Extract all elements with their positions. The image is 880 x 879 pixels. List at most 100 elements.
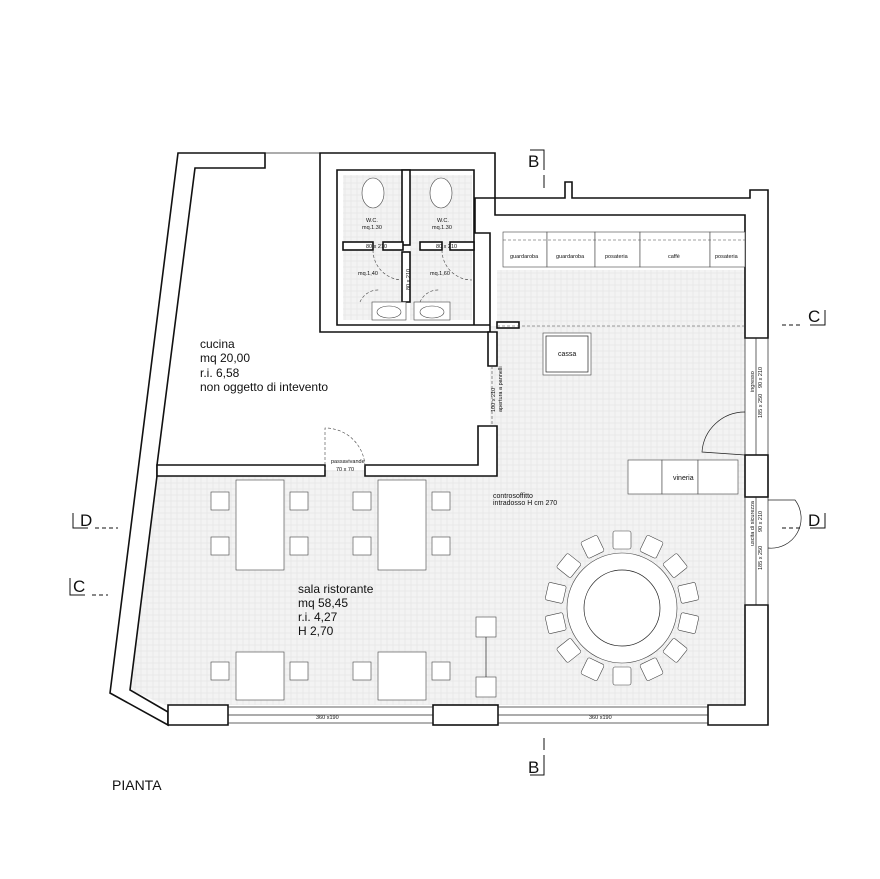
cashier-label: cassa xyxy=(558,351,576,358)
wc-ledge-2 xyxy=(419,241,443,251)
chair xyxy=(352,661,372,681)
table-set xyxy=(210,479,309,571)
partition-vertical xyxy=(487,331,498,367)
chair xyxy=(612,666,632,686)
kitchen-name: cucina xyxy=(200,337,235,351)
dining-area: mq 58,45 xyxy=(298,596,348,610)
wall-bottom-pier xyxy=(432,704,499,726)
counter-label: posateria xyxy=(715,254,739,260)
dining-tables xyxy=(210,479,451,701)
chair xyxy=(663,638,688,663)
exit-size2: 185 x 250 xyxy=(758,546,764,570)
entrance-size1: 90 x 210 xyxy=(758,367,764,388)
chair xyxy=(352,536,372,556)
entrance-door-swing xyxy=(701,411,746,456)
service-pillar-bottom xyxy=(475,676,497,698)
chair xyxy=(289,536,309,556)
chair xyxy=(663,553,688,578)
ceiling-line2: intradosso H cm 270 xyxy=(493,500,557,507)
dining-height: H 2,70 xyxy=(298,624,334,638)
wc-ledge-3 xyxy=(382,241,404,251)
section-label-b-top: B xyxy=(528,152,539,171)
chair xyxy=(210,491,230,511)
wc2-area: mq.1.30 xyxy=(432,225,452,231)
counter-end xyxy=(496,321,520,329)
kitchen-area: mq 20,00 xyxy=(200,351,250,365)
service-pillar-top xyxy=(475,616,497,638)
dining-name: sala ristorante xyxy=(298,582,374,596)
wc1-name: W.C. xyxy=(366,218,378,224)
chair xyxy=(289,661,309,681)
opening-note: apertura a pannelli xyxy=(498,366,504,412)
counter-label: guardaroba xyxy=(556,254,585,260)
chair xyxy=(639,535,664,559)
section-label-d-right: D xyxy=(808,511,820,530)
section-markers xyxy=(69,149,826,776)
kitchen-ri: r.i. 6,58 xyxy=(200,366,240,380)
section-label-b-bottom: B xyxy=(528,758,539,777)
table xyxy=(377,479,427,571)
chair xyxy=(556,638,581,663)
chair xyxy=(677,612,699,634)
kitchen-note: non oggetto di intevento xyxy=(200,380,328,394)
ceiling-line1: controsoffitto xyxy=(493,493,533,500)
chair xyxy=(545,582,567,604)
chair xyxy=(431,661,451,681)
wc-ledge-1 xyxy=(342,241,374,251)
wc-ledge-4 xyxy=(449,241,475,251)
counter-label: posateria xyxy=(605,254,629,260)
pass-door-size: 70 x 70 xyxy=(336,467,354,473)
round-table-inner xyxy=(583,569,661,647)
chair xyxy=(431,536,451,556)
wine-bar-counter xyxy=(627,459,739,495)
partition-kitchen-dining xyxy=(156,464,326,477)
wc1-area: mq.1.30 xyxy=(362,225,382,231)
wc2-ante-area: mq.1,60 xyxy=(430,271,450,277)
cashier-desk xyxy=(542,332,592,376)
pass-door-swing xyxy=(324,427,366,470)
section-label-c-right: C xyxy=(808,307,820,326)
emergency-exit-opening xyxy=(744,496,769,606)
exit-door-swing xyxy=(767,499,802,549)
wall-bottom-left xyxy=(167,704,229,726)
wall-top-right xyxy=(494,181,769,339)
wc1-ante-area: mq.1,40 xyxy=(358,271,378,277)
wc2-door: 80 x 210 xyxy=(436,244,457,250)
exit-label: uscita di sicurezza xyxy=(750,500,756,546)
round-table-top xyxy=(566,552,678,664)
chair xyxy=(289,491,309,511)
window-size-right: 360 x190 xyxy=(589,715,612,721)
wc-mid-door: 80 x 210 xyxy=(406,269,412,290)
wc2-name: W.C. xyxy=(437,218,449,224)
wc-partition xyxy=(401,169,411,246)
exit-size1: 90 x 210 xyxy=(758,511,764,532)
chair xyxy=(210,536,230,556)
table-set xyxy=(352,479,451,571)
chair xyxy=(545,612,567,634)
table xyxy=(235,479,285,571)
cashier-area-floor xyxy=(497,270,745,326)
chair xyxy=(677,582,699,604)
chair xyxy=(580,657,605,681)
window-size-left: 360 x190 xyxy=(316,715,339,721)
entrance-size2: 185 x 250 xyxy=(758,394,764,418)
wine-bar-label: vineria xyxy=(673,475,694,482)
chair xyxy=(612,530,632,550)
chair xyxy=(556,553,581,578)
section-label-c-left: C xyxy=(73,577,85,596)
section-label-d-left: D xyxy=(80,511,92,530)
entrance-opening xyxy=(744,337,769,456)
pass-door-label: passavivande xyxy=(331,459,365,465)
table-set xyxy=(210,651,309,701)
table xyxy=(235,651,285,701)
toilet-icon xyxy=(361,177,385,209)
chair xyxy=(580,535,605,559)
table-set xyxy=(352,651,451,701)
round-table xyxy=(545,530,699,686)
partition-kitchen-dining-2 xyxy=(364,425,498,477)
toilet-icon xyxy=(429,177,453,209)
wc1-door: 80 x 210 xyxy=(366,244,387,250)
opening-label: 100 x 210 xyxy=(491,388,497,412)
chair xyxy=(639,657,664,681)
